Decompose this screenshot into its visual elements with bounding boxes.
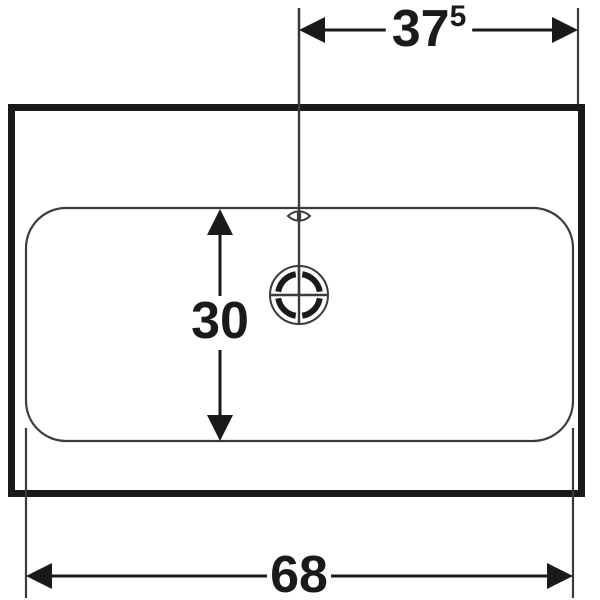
overflow-slot-right bbox=[299, 210, 312, 222]
arrowhead-overall-width-end bbox=[547, 563, 573, 589]
arrowhead-width-from-left-to-drain-start bbox=[299, 17, 325, 43]
drain-symbol bbox=[269, 265, 329, 325]
overflow-slot bbox=[286, 210, 312, 222]
overflow-slot-left bbox=[286, 210, 299, 222]
extension-lines-group bbox=[24, 8, 580, 598]
drain-ring-arc-0 bbox=[301, 271, 323, 293]
drain-ring-arc-1 bbox=[301, 297, 323, 319]
countertop-outline bbox=[8, 104, 585, 497]
arrowhead-basin-depth-start bbox=[207, 209, 233, 235]
dimension-labels-group: 375 30 68 bbox=[191, 0, 466, 600]
dimension-label-value-width-from-left-to-drain: 37 bbox=[392, 0, 450, 58]
drain-ring-arc-3 bbox=[275, 271, 297, 293]
dimension-label-value-overall-width: 68 bbox=[270, 546, 328, 600]
dimension-label-overall-width: 68 bbox=[270, 546, 328, 600]
dimension-lines-group bbox=[26, 17, 578, 589]
arrowhead-overall-width-start bbox=[26, 563, 52, 589]
dimension-label-width-from-left-to-drain: 375 bbox=[392, 0, 467, 58]
arrowhead-basin-depth-end bbox=[207, 415, 233, 441]
dimension-label-basin-depth: 30 bbox=[191, 292, 249, 350]
dimension-label-superscript-width-from-left-to-drain: 5 bbox=[450, 0, 467, 33]
arrowhead-width-from-left-to-drain-end bbox=[552, 17, 578, 43]
dimension-label-value-basin-depth: 30 bbox=[191, 292, 249, 350]
drain-ring-arc-2 bbox=[275, 297, 297, 319]
